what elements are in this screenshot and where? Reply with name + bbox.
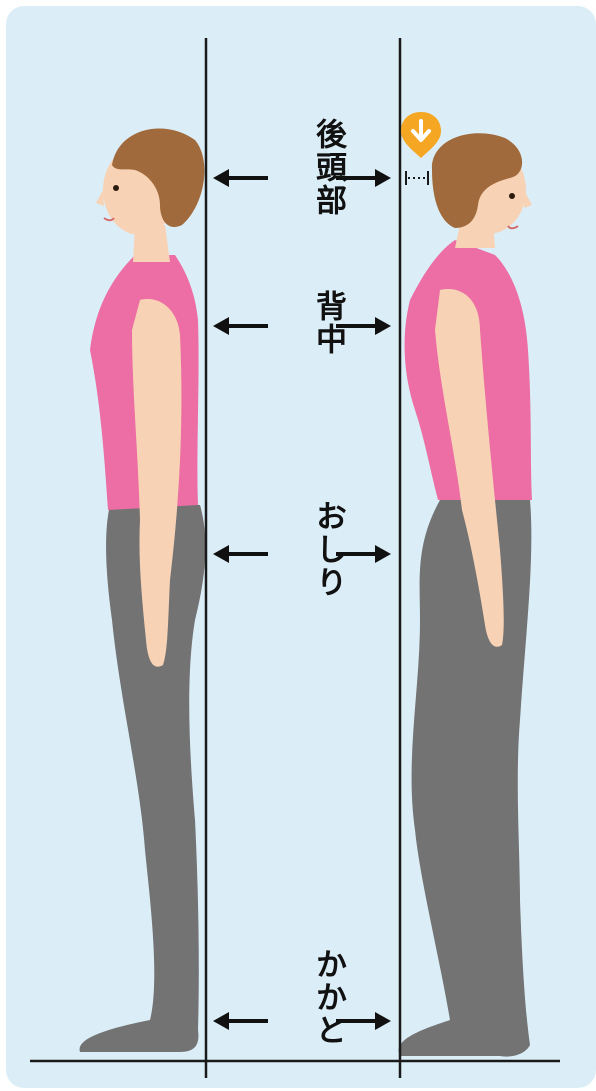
heels-label: かかと	[257, 948, 347, 1047]
good-mouth	[104, 218, 114, 220]
good-posture-figure	[80, 128, 206, 1052]
head-gap-indicator	[406, 171, 428, 185]
poor-mouth	[508, 226, 518, 228]
down-arrow-icon	[401, 112, 441, 158]
good-nose	[96, 190, 104, 206]
poor-nose	[524, 192, 532, 208]
poor-legs	[399, 500, 532, 1057]
poor-posture-figure	[399, 133, 532, 1056]
poor-eye	[509, 193, 515, 199]
back-label: 背中	[257, 290, 347, 356]
good-eye	[113, 185, 119, 191]
back-of-head-label: 後頭部	[257, 118, 347, 217]
buttocks-label: おしり	[257, 500, 347, 599]
